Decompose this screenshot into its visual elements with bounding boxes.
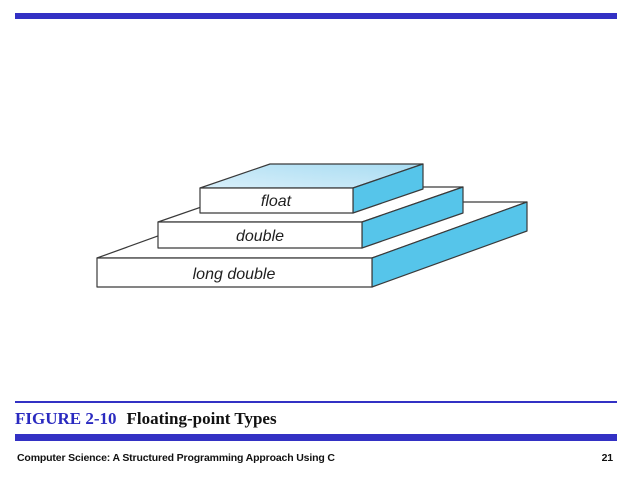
figure-caption: FIGURE 2-10 Floating-point Types xyxy=(15,408,615,430)
float-front-face xyxy=(199,187,354,214)
figure-number: FIGURE 2-10 xyxy=(15,409,117,428)
float-label: float xyxy=(261,193,292,210)
footer-page-number: 21 xyxy=(601,452,614,464)
long-double-front-face xyxy=(96,257,373,288)
caption-top-rule xyxy=(15,401,617,403)
caption-bottom-bar xyxy=(15,434,617,441)
floating-point-types-diagram: float double long double xyxy=(96,163,528,288)
long-double-label: long double xyxy=(193,266,276,283)
figure-title: Floating-point Types xyxy=(126,409,277,428)
top-accent-bar xyxy=(15,13,617,19)
double-front-face xyxy=(157,221,363,249)
double-label: double xyxy=(236,228,284,245)
slide-footer: Computer Science: A Structured Programmi… xyxy=(17,452,613,464)
footer-book-title: Computer Science: A Structured Programmi… xyxy=(17,452,335,464)
